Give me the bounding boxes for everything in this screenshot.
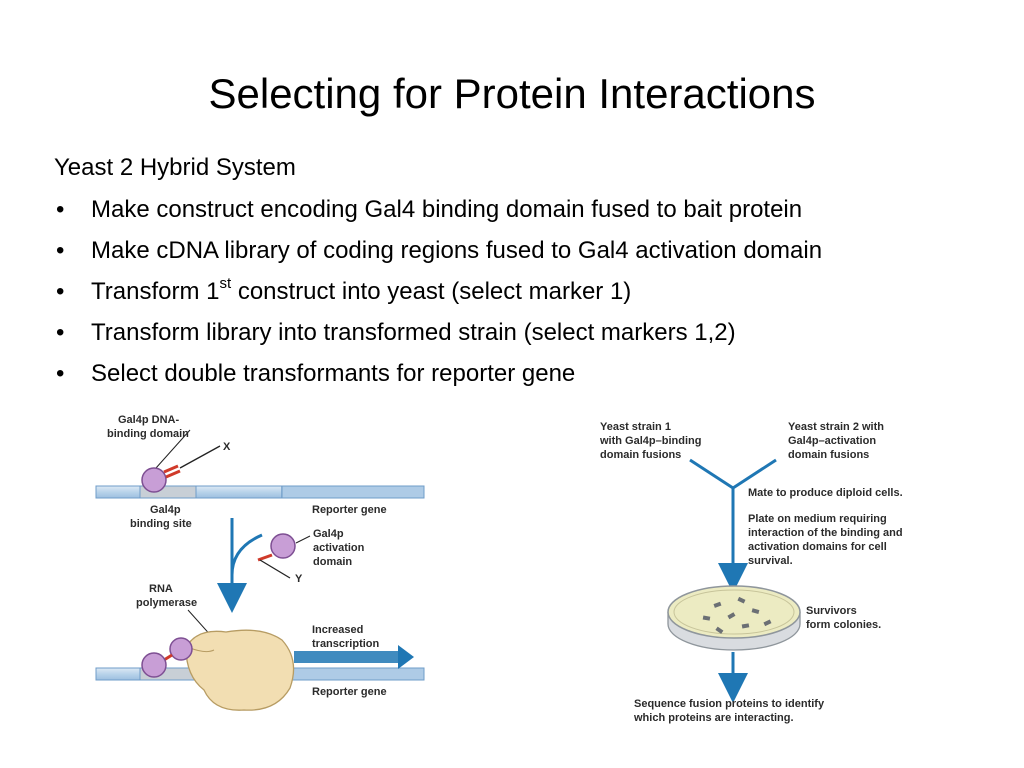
strain1-label-1: Yeast strain 1 bbox=[600, 421, 671, 433]
slide-title: Selecting for Protein Interactions bbox=[208, 70, 816, 117]
increased-label-1: Increased bbox=[312, 624, 363, 636]
plate-label-1: Plate on medium requiring bbox=[748, 513, 887, 525]
survivors-label-1: Survivors bbox=[806, 605, 857, 617]
bullet-text-continued: construct into yeast (select marker 1) bbox=[231, 278, 632, 305]
gal4p-dna-label-2: binding domain bbox=[107, 428, 189, 440]
y-label: Y bbox=[295, 573, 303, 585]
increased-label-2: transcription bbox=[312, 638, 380, 650]
activation-label-1: Gal4p bbox=[313, 528, 344, 540]
left-figure: Gal4p DNA- binding domain X Gal4p bindin… bbox=[95, 414, 425, 711]
bullet-superscript: st bbox=[219, 275, 232, 292]
strain2-label-2: Gal4p–activation bbox=[788, 435, 876, 447]
activation-label-3: domain bbox=[313, 556, 352, 568]
colonies bbox=[702, 596, 772, 634]
mate-label: Mate to produce diploid cells. bbox=[748, 487, 903, 499]
rna-label-1: RNA bbox=[149, 583, 173, 595]
bullet-text: Make construct encoding Gal4 binding dom… bbox=[91, 196, 803, 223]
dna-strand-top bbox=[95, 485, 425, 499]
bullet-dot: • bbox=[56, 319, 65, 346]
plate-label-3: activation domains for cell bbox=[748, 541, 887, 553]
sequence-label-2: which proteins are interacting. bbox=[633, 712, 794, 724]
bullet-item: • Transform library into transformed stra… bbox=[54, 319, 822, 360]
reporter-gene-label-bottom: Reporter gene bbox=[312, 686, 387, 698]
plate-label-4: survival. bbox=[748, 555, 793, 567]
bullet-list: • Make construct encoding Gal4 binding do… bbox=[54, 196, 822, 401]
rna-label-2: polymerase bbox=[136, 597, 197, 609]
transcription-arrow bbox=[294, 645, 414, 669]
gal4p-dna-label-1: Gal4p DNA- bbox=[118, 414, 179, 426]
gal4p-activation-domain-protein bbox=[257, 533, 311, 579]
bullet-item: • Transform 1st construct into yeast (sel… bbox=[54, 275, 822, 319]
binding-domain-bound bbox=[141, 652, 167, 678]
strain2-label-3: domain fusions bbox=[788, 449, 869, 461]
slide-subtitle: Yeast 2 Hybrid System bbox=[54, 154, 296, 181]
bullet-text: Make cDNA library of coding regions fuse… bbox=[91, 237, 823, 264]
bullet-item: • Make construct encoding Gal4 binding do… bbox=[54, 196, 822, 237]
sequence-label-1: Sequence fusion proteins to identify bbox=[634, 698, 825, 710]
bullet-text: Select double transformants for reporter… bbox=[91, 360, 576, 387]
bullet-dot: • bbox=[56, 237, 65, 264]
plate-label-2: interaction of the binding and bbox=[748, 527, 903, 539]
binding-site-label-1: Gal4p bbox=[150, 504, 181, 516]
survivors-label-2: form colonies. bbox=[806, 619, 881, 631]
reporter-gene-label-top: Reporter gene bbox=[312, 504, 387, 516]
gal4p-binding-domain-protein bbox=[141, 429, 221, 493]
bullet-text: Transform 1 bbox=[91, 278, 220, 305]
rna-polymerase bbox=[185, 629, 295, 711]
strain1-label-3: domain fusions bbox=[600, 449, 681, 461]
bullet-dot: • bbox=[56, 196, 65, 223]
binding-site-label-2: binding site bbox=[130, 518, 192, 530]
bullet-item: • Make cDNA library of coding regions fus… bbox=[54, 237, 822, 278]
right-figure: Yeast strain 1 with Gal4p–binding domain… bbox=[599, 421, 903, 724]
activation-domain-bound bbox=[163, 637, 193, 662]
strain1-label-2: with Gal4p–binding bbox=[599, 435, 701, 447]
merge-line-right bbox=[732, 458, 777, 490]
bullet-dot: • bbox=[56, 278, 65, 305]
merge-arrow bbox=[230, 533, 263, 598]
bullet-item: • Select double transformants for reporte… bbox=[54, 360, 822, 401]
x-label: X bbox=[223, 441, 231, 453]
activation-label-2: activation bbox=[313, 542, 365, 554]
petri-dish bbox=[667, 585, 801, 651]
strain2-label-1: Yeast strain 2 with bbox=[788, 421, 884, 433]
bullet-text: Transform library into transformed strai… bbox=[91, 319, 736, 346]
merge-line-left bbox=[689, 458, 734, 490]
bullet-dot: • bbox=[56, 360, 65, 387]
